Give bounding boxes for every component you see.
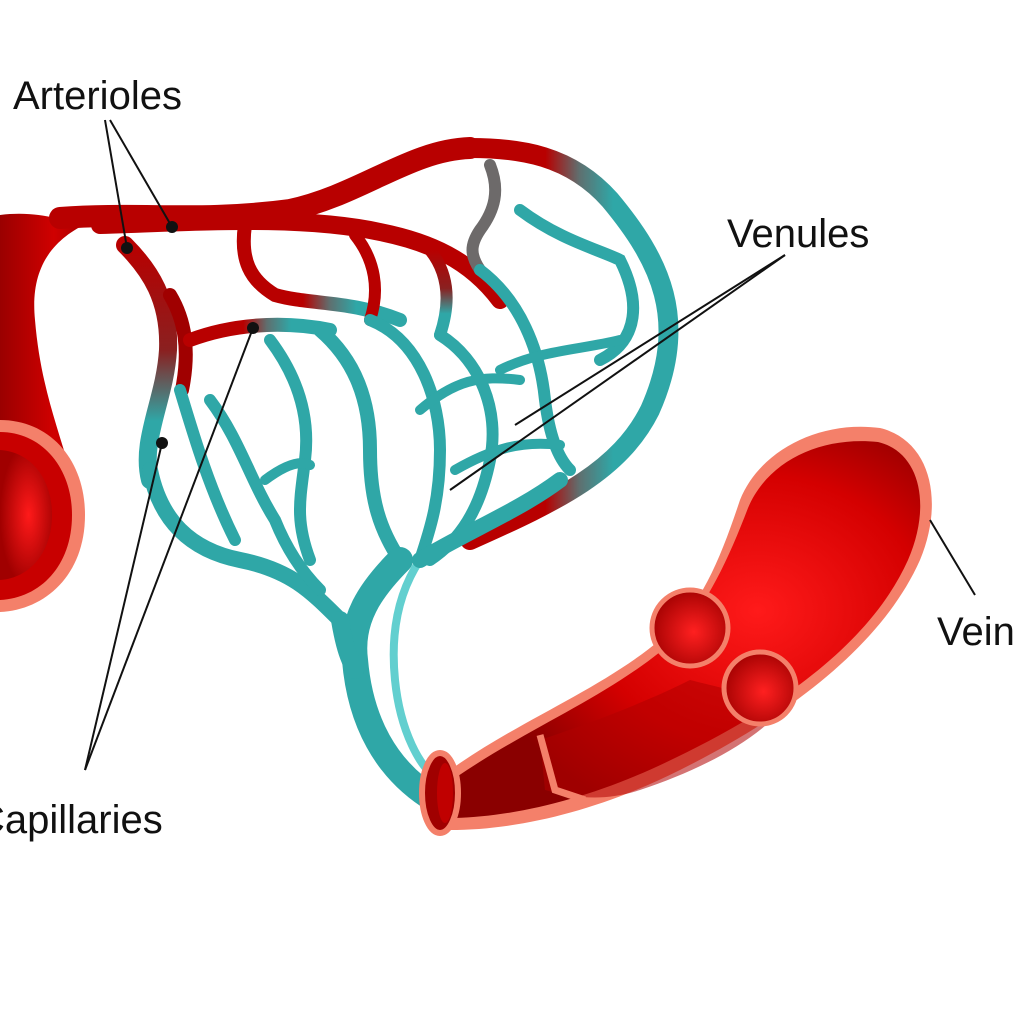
venous-valve-lower	[721, 649, 799, 727]
vein-label: Vein	[937, 610, 1015, 654]
artery	[0, 213, 90, 612]
pointer-dots	[121, 221, 259, 449]
venules-network	[142, 204, 640, 813]
venules-label: Venules	[727, 212, 870, 256]
arterioles-label: Arterioles	[13, 74, 182, 118]
leader-lines	[84, 119, 976, 771]
venous-valve-upper	[649, 587, 731, 669]
capillaries-label: Capillaries	[0, 798, 163, 842]
